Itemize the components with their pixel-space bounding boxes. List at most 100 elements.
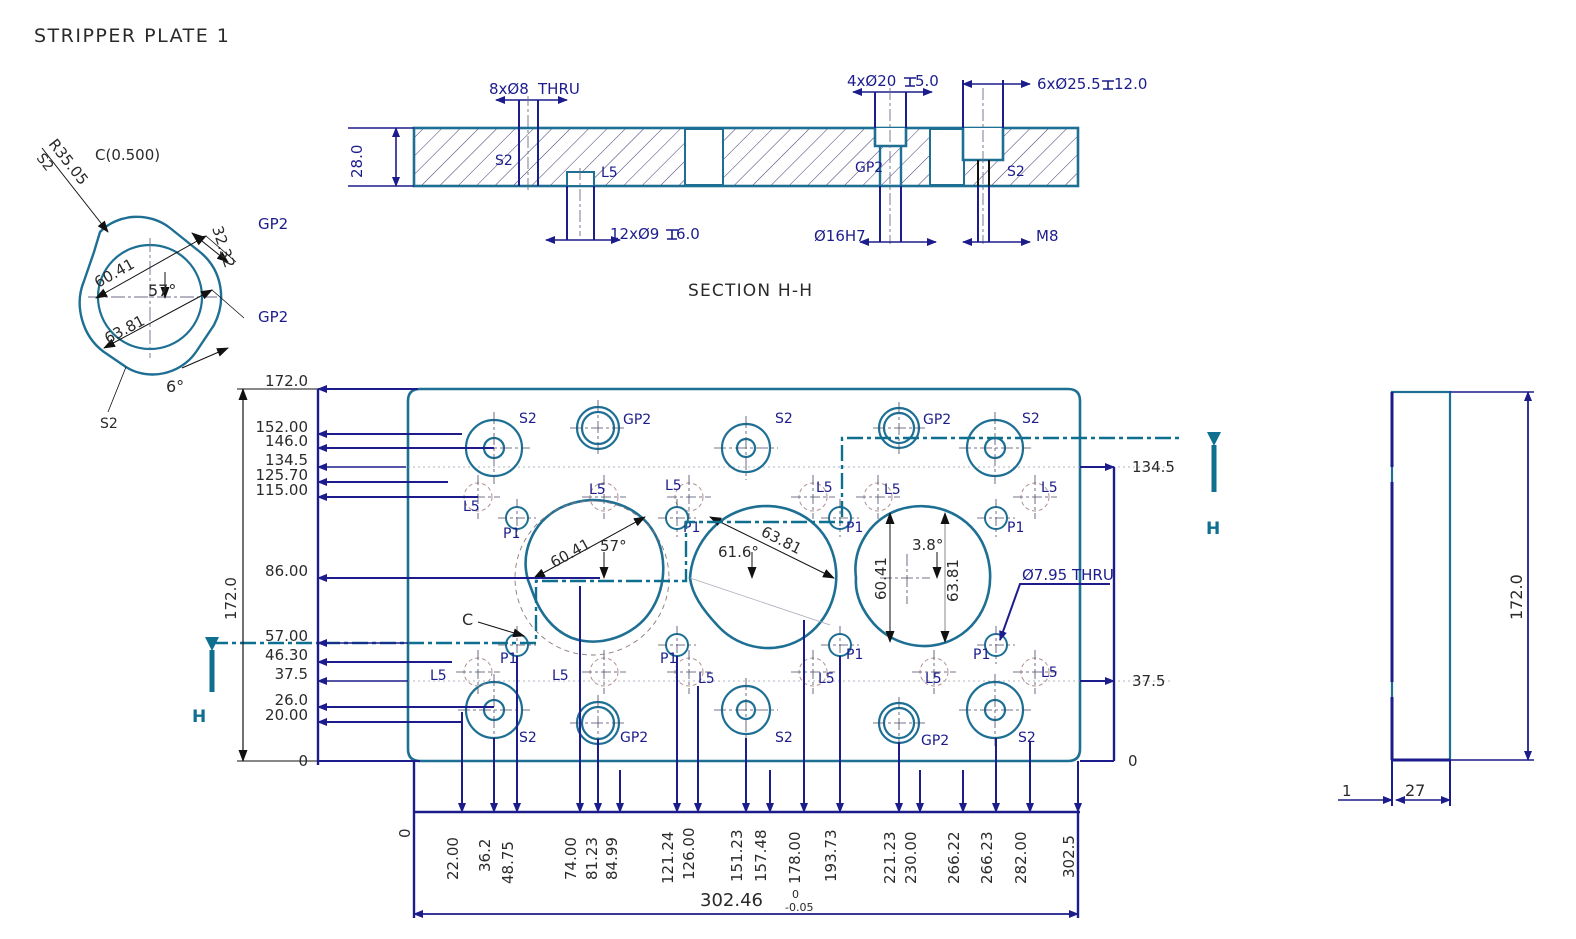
hdim-0: 0 (396, 828, 414, 838)
tag-l5-t1: L5 (463, 499, 480, 515)
hdim-157: 157.48 (752, 830, 770, 883)
hdim-tick-group: 221.23 (881, 742, 903, 884)
thru-callout-text: Ø7.95 THRU (1022, 566, 1114, 584)
detail-angle-small-leader (181, 347, 229, 369)
tag-p1-8: P1 (973, 647, 990, 663)
detail-dim-63-line (103, 289, 213, 349)
hdim-48: 48.75 (499, 841, 517, 884)
p1-circle (977, 626, 1015, 664)
section-gap-2 (929, 128, 965, 186)
detail-dim-offset-line (191, 232, 229, 263)
detail-radius-leader (41, 147, 109, 233)
ordinate-v-115: 115.00 (256, 481, 478, 501)
l5-circle (791, 650, 835, 694)
vdim-57: 57.00 (265, 627, 308, 645)
cavity-right-height: 60.41 (872, 557, 890, 600)
section-inline-s2-right: S2 (1007, 164, 1025, 180)
hdim-126: 126.00 (680, 828, 698, 881)
tag-gp2-bot-2: GP2 (921, 733, 949, 749)
hdim-tick-group: 81.23 (583, 739, 602, 880)
hdim-tick-group: 22.00 (444, 712, 466, 880)
cavity-right-width: 63.81 (944, 559, 962, 602)
section-callout-bore16: Ø16H7 (814, 227, 866, 245)
section-callout-6x25-depth: 12.0 (1114, 75, 1147, 93)
drawing-title: STRIPPER PLATE 1 (34, 25, 230, 47)
cavity-mid-angle: 61.6° (718, 543, 759, 561)
tag-s2-top-2: S2 (775, 411, 793, 427)
tag-l5-b3: L5 (698, 671, 715, 687)
hdim-302: 302.5 (1060, 835, 1078, 878)
section-mark-left: H (192, 707, 206, 727)
l5-circle (667, 475, 711, 519)
overall-length-tol-lower: -0.05 (785, 901, 813, 914)
tag-p1-4: P1 (1007, 520, 1024, 536)
hdim-282: 282.00 (1012, 832, 1030, 885)
overall-length-tol-upper: 0 (792, 888, 799, 901)
tag-p1-5: P1 (500, 651, 517, 667)
hdim-tick-group: 121.24 (659, 656, 681, 885)
hdim-tick-group: 157.48 (752, 770, 774, 883)
vdim-0: 0 (298, 752, 308, 770)
hdim-tick-group: 266.23 (978, 738, 1000, 885)
detail-cavity-outline (78, 215, 223, 376)
vdim-172: 172.0 (265, 372, 308, 390)
rdim-0: 0 (1128, 752, 1138, 770)
hdim-121: 121.24 (659, 832, 677, 885)
section-callout-8x8-thru: THRU (537, 80, 580, 98)
hdim-tick-group: 178.00 (786, 620, 808, 884)
ordinate-v-86: 86.00 (265, 562, 600, 582)
depth-symbol-12x9-icon (666, 229, 678, 240)
l5-circle (582, 475, 626, 519)
l5-circle (456, 650, 500, 694)
detail-callout-leader (477, 621, 525, 638)
p1-circle (658, 499, 696, 537)
detail-ext-3 (107, 366, 127, 413)
rdim-37: 37.5 (1132, 672, 1165, 690)
hdim-tick-group: 193.73 (822, 656, 844, 882)
hdim-tick-group: 84.99 (603, 770, 624, 880)
hdim-tick-group: 74.00 (562, 586, 584, 880)
detail-ext-1 (205, 235, 237, 263)
l5-circle (1013, 475, 1057, 519)
tag-l5-b1: L5 (430, 668, 447, 684)
l5-hole-group: L5 L5 L5 L5 L5 L5 L5 L5 L5 L5 L5 L5 (430, 475, 1058, 694)
hdim-tick-group: 230.00 (902, 770, 924, 884)
l5-circle (791, 475, 835, 519)
hole-gp2-top-1 (570, 400, 626, 456)
hdim-266b: 266.23 (978, 832, 996, 885)
cavity-left (524, 498, 665, 643)
hdim-tick-group: 266.22 (945, 770, 967, 884)
tag-p1-2: P1 (683, 520, 700, 536)
tag-l5-t3: L5 (665, 478, 682, 494)
cavity-mid-dim-line (709, 516, 835, 579)
cavity-mid-ref-line (689, 577, 831, 626)
tag-l5-b6: L5 (1041, 665, 1058, 681)
vdim-26: 26.0 (275, 691, 308, 709)
section-callout-m8: M8 (1036, 227, 1059, 245)
hdim-tick-group: 282.00 (1012, 742, 1034, 885)
side-view: 172.0 1 27 (1338, 390, 1534, 806)
detail-callout-letter: C (462, 610, 473, 629)
section-mark-right: H (1206, 519, 1220, 539)
section-view-hh: 28.0 8xØ8 THRU S2 12xØ9 6.0 L5 4xØ20 5.0 (348, 72, 1147, 301)
ordinate-v-125: 125.70 (256, 466, 448, 486)
hdim-tick-group: 151.23 (728, 738, 750, 883)
vertical-dimension-stack: 172.0 172.0 152.00 146.0 134.5 125.70 11… (222, 372, 600, 770)
cavity-right-angle: 3.8° (912, 536, 943, 554)
vdim-46: 46.30 (265, 646, 308, 664)
ordinate-v-57: 57.00 (265, 627, 408, 647)
hdim-tick-group: 302.5 (1060, 761, 1082, 878)
vdim-115: 115.00 (256, 481, 309, 499)
detail-dim-60-line (95, 235, 207, 299)
side-edge-value: 1 (1342, 782, 1352, 800)
hdim-36: 36.2 (476, 839, 494, 872)
detail-ext-2 (211, 289, 245, 319)
hdim-151: 151.23 (728, 830, 746, 883)
tag-gp2-top-1: GP2 (623, 412, 651, 428)
vdim-146: 146.0 (265, 432, 308, 450)
vdim-125: 125.70 (256, 466, 309, 484)
tag-l5-t5: L5 (884, 482, 901, 498)
hdim-84: 84.99 (603, 837, 621, 880)
tag-s2-top-1: S2 (519, 411, 537, 427)
